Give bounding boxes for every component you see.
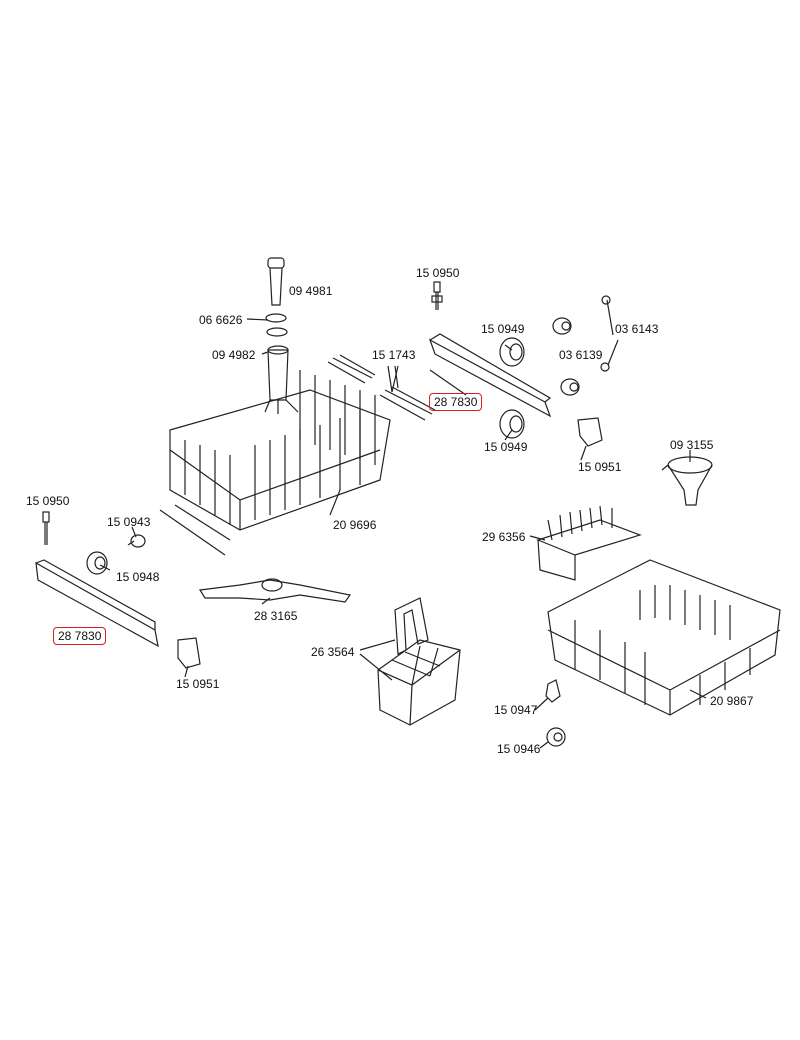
part-label-150946: 15 0946: [497, 742, 541, 756]
part-label-263564: 26 3564: [311, 645, 355, 659]
part-label-209696: 20 9696: [333, 518, 377, 532]
part-label-150950-upper: 15 0950: [416, 266, 460, 280]
spray-arm-part: [198, 578, 352, 603]
plate-rack-part: [536, 505, 642, 581]
rail-upper-part: [428, 333, 552, 418]
end-cap-parts: [177, 417, 603, 669]
part-label-150943: 15 0943: [107, 515, 151, 529]
leader-lines: [99, 318, 707, 749]
funnel-part: [661, 456, 713, 506]
part-label-036143: 03 6143: [615, 322, 659, 336]
spray-tube-part: [264, 257, 299, 414]
part-label-150951-upper: 15 0951: [578, 460, 622, 474]
part-label-036139: 03 6139: [559, 348, 603, 362]
lower-basket-part: [547, 559, 781, 716]
part-label-093155: 09 3155: [670, 438, 714, 452]
part-label-150949-a: 15 0949: [481, 322, 525, 336]
cup-shelf-part: [327, 354, 436, 421]
part-label-150950-left: 15 0950: [26, 494, 70, 508]
clip-wheel-parts: [545, 679, 566, 747]
roller-parts: [499, 295, 619, 439]
pin-upper-part: [431, 281, 443, 310]
cutlery-basket-part: [377, 597, 461, 726]
part-label-150949-b: 15 0949: [484, 440, 528, 454]
part-label-209867: 20 9867: [710, 694, 754, 708]
part-label-094981: 09 4981: [289, 284, 333, 298]
part-label-066626: 06 6626: [199, 313, 243, 327]
part-label-283165: 28 3165: [254, 609, 298, 623]
part-label-287830-left-highlighted: 28 7830: [53, 627, 107, 645]
left-rail-assembly-part: [35, 511, 159, 648]
part-label-287830-upper-highlighted: 28 7830: [429, 393, 483, 411]
part-label-150948: 15 0948: [116, 570, 160, 584]
part-label-151743: 15 1743: [372, 348, 416, 362]
upper-basket-part: [159, 370, 391, 556]
part-label-150951-left: 15 0951: [176, 677, 220, 691]
part-label-150947: 15 0947: [494, 703, 538, 717]
part-label-296356: 29 6356: [482, 530, 526, 544]
part-label-094982: 09 4982: [212, 348, 256, 362]
